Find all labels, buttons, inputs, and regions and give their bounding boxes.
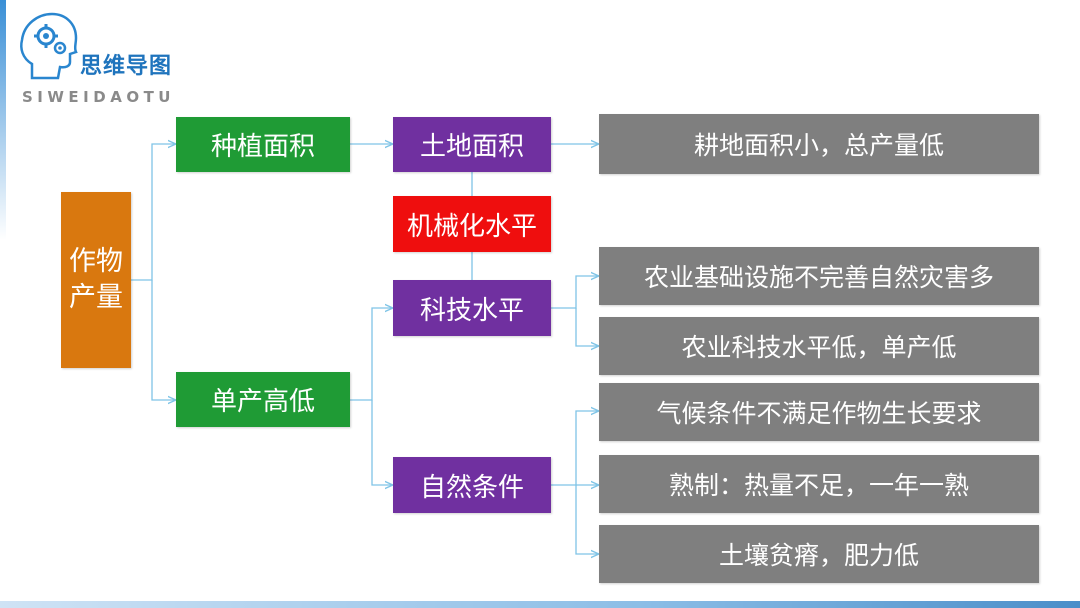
- link-yield-natural: [371, 400, 393, 485]
- detail-1-text: 耕地面积小，总产量低: [693, 131, 944, 160]
- detail-3-text: 农业科技水平低，单产低: [681, 333, 957, 362]
- link-tech-d3: [575, 308, 599, 346]
- detail-4-text: 气候条件不满足作物生长要求: [656, 399, 982, 428]
- detail-2: 农业基础设施不完善自然灾害多: [599, 247, 1039, 305]
- detail-2-text: 农业基础设施不完善自然灾害多: [643, 263, 994, 292]
- node-mechanization-label: 机械化水平: [406, 211, 537, 242]
- logo-subtitle: SIWEIDAOTU: [22, 88, 175, 106]
- detail-4: 气候条件不满足作物生长要求: [599, 383, 1039, 441]
- logo: 思维导图 SIWEIDAOTU: [18, 12, 208, 107]
- link-natural-d4: [551, 411, 599, 486]
- link-natural-d6: [575, 485, 599, 554]
- node-yield-level-label: 单产高低: [210, 387, 315, 417]
- node-planting-area-label: 种植面积: [210, 132, 315, 162]
- left-accent-bar: [0, 0, 6, 240]
- node-technology-label: 科技水平: [419, 295, 524, 326]
- node-yield-level: 单产高低: [176, 372, 350, 427]
- logo-title: 思维导图: [80, 54, 173, 79]
- node-land-area: 土地面积: [393, 117, 551, 172]
- node-land-area-label: 土地面积: [419, 132, 524, 162]
- node-natural-conditions-label: 自然条件: [419, 472, 524, 503]
- link-yield-tech: [350, 308, 393, 401]
- link-root-yield: [151, 280, 176, 400]
- detail-3: 农业科技水平低，单产低: [599, 317, 1039, 375]
- detail-6: 土壤贫瘠，肥力低: [599, 525, 1039, 583]
- link-tech-d2: [551, 276, 599, 309]
- link-root-planting: [131, 144, 176, 281]
- node-planting-area: 种植面积: [176, 117, 350, 172]
- node-technology: 科技水平: [393, 280, 551, 336]
- detail-5: 熟制：热量不足，一年一熟: [599, 455, 1039, 513]
- bottom-accent-bar: [0, 601, 1080, 608]
- node-natural-conditions: 自然条件: [393, 457, 551, 513]
- node-mechanization: 机械化水平: [393, 196, 551, 252]
- detail-1: 耕地面积小，总产量低: [599, 114, 1039, 174]
- detail-5-text: 熟制：热量不足，一年一熟: [668, 471, 969, 500]
- node-root-label: 作物产量: [69, 246, 123, 313]
- detail-6-text: 土壤贫瘠，肥力低: [718, 541, 919, 570]
- head-gear-logo-icon: [20, 12, 78, 80]
- node-root: 作物产量: [61, 192, 131, 368]
